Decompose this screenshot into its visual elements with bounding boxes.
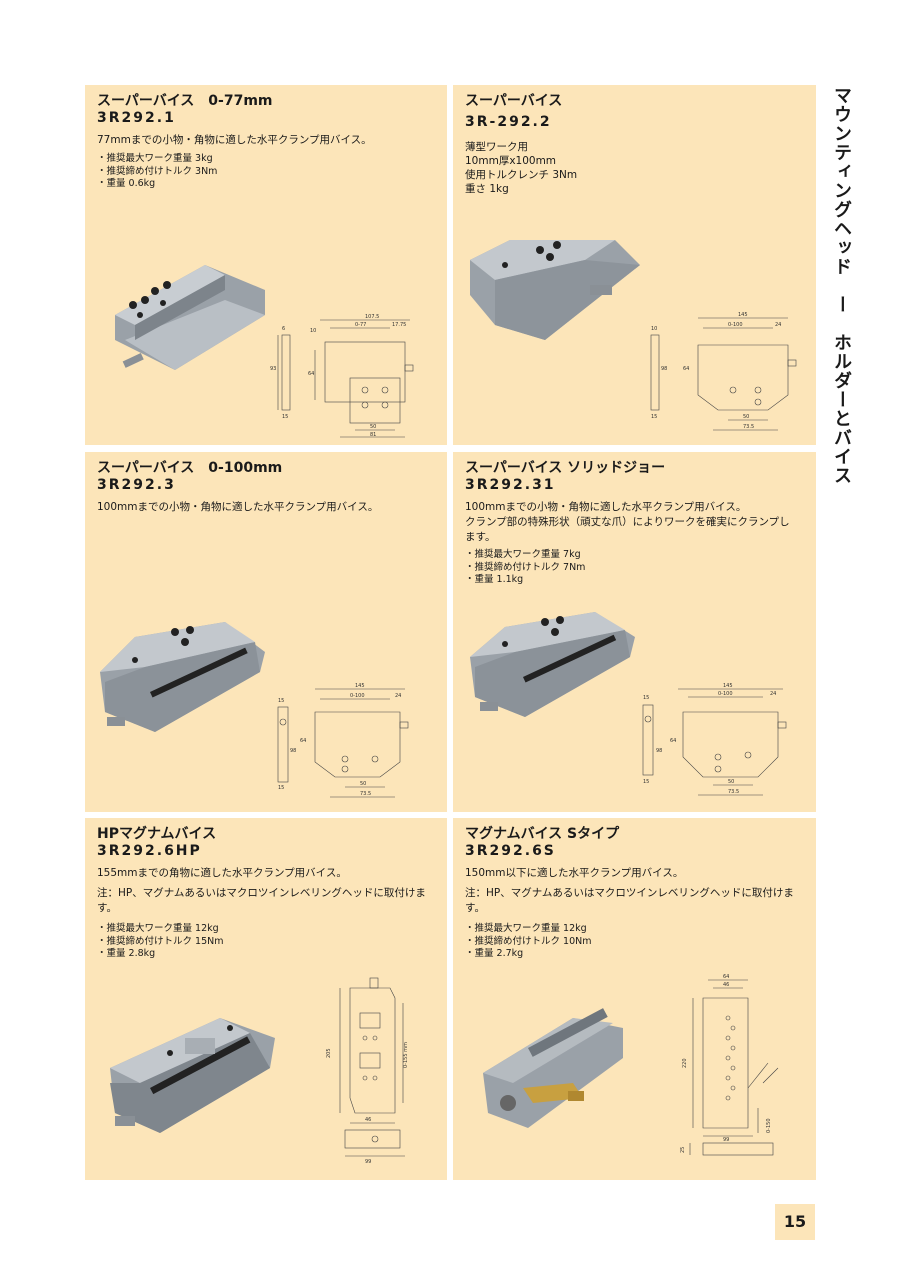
product-description: 77mmまでの小物・角物に適した水平クランプ用バイス。 — [97, 134, 372, 146]
product-code: 3R292.3 — [97, 477, 176, 493]
dim-label: 0-100 — [350, 693, 365, 699]
dim-label: 0-155 mm — [403, 1042, 409, 1068]
dim-label: 15 — [278, 698, 284, 704]
dim-label: 0-77 — [355, 322, 366, 328]
dim-label: 107.5 — [365, 314, 379, 320]
dim-label: 6 — [282, 326, 285, 332]
dim-label: 50 — [743, 414, 749, 420]
dim-label: 0-100 — [728, 322, 743, 328]
dim-label: 15 — [278, 785, 284, 791]
product-code: 3R292.31 — [465, 477, 556, 493]
product-description: 150mm以下に適した水平クランプ用バイス。 注：HP、マグナムあるいはマクロツ… — [465, 867, 794, 914]
dim-label: 46 — [365, 1117, 371, 1123]
dim-label: 98 — [656, 748, 662, 754]
dimension-drawing: 107.5 0-77 17.75 6 10 64 93 15 50 81 — [270, 314, 414, 438]
dim-label: 98 — [661, 366, 667, 372]
dim-label: 0-100 — [718, 691, 733, 697]
dim-label: 24 — [770, 691, 776, 697]
dim-label: 220 — [682, 1058, 688, 1068]
product-code: 3R292.1 — [97, 110, 176, 126]
dim-label: 50 — [360, 781, 366, 787]
product-photo — [100, 622, 265, 732]
dim-label: 98 — [290, 748, 296, 754]
product-photo — [115, 265, 265, 370]
product-card-super-vise-solid-jaw: スーパーバイス ソリッドジョー 3R292.31 100mmまでの小物・角物に適… — [453, 452, 816, 812]
product-description: 100mmまでの小物・角物に適した水平クランプ用バイス。 — [97, 501, 379, 513]
dimension-drawing: 205 0-155 mm 46 99 — [326, 977, 409, 1165]
dim-label: 46 — [723, 982, 729, 988]
dim-label: 64 — [683, 366, 689, 372]
product-photo — [483, 1008, 623, 1128]
product-card-hp-magnum-vise: HPマグナムバイス 3R292.6HP 155mmまでの角物に適した水平クランプ… — [85, 818, 447, 1180]
product-code: 3R-292.2 — [465, 114, 552, 130]
product-photo — [110, 1018, 275, 1133]
dim-label: 145 — [738, 312, 748, 318]
dim-label: 24 — [775, 322, 781, 328]
dim-label: 15 — [651, 414, 657, 420]
product-title: マグナムバイス Sタイプ — [465, 826, 620, 842]
product-title: スーパーバイス 0-100mm — [97, 460, 283, 476]
product-title: スーパーバイス ソリッドジョー — [465, 460, 666, 476]
dimension-drawing: 145 0-100 24 10 64 98 15 50 73.5 — [650, 312, 797, 431]
product-photo — [470, 240, 640, 340]
dim-label: 205 — [326, 1048, 332, 1058]
dim-label: 64 — [670, 738, 676, 744]
dim-label: 50 — [370, 424, 376, 430]
product-specs: ・推奨最大ワーク重量 12kg ・推奨締め付けトルク 10Nm ・重量 2.7k… — [465, 923, 592, 959]
product-photo — [470, 612, 635, 717]
dim-label: 145 — [723, 683, 733, 689]
product-specs: ・推奨最大ワーク重量 3kg ・推奨締め付けトルク 3Nm ・重量 0.6kg — [97, 153, 218, 189]
dim-label: 15 — [643, 695, 649, 701]
product-title: HPマグナムバイス — [97, 826, 217, 842]
dimension-drawing: 64 46 220 0-150 99 25 — [680, 974, 779, 1156]
dim-label: 15 — [282, 414, 288, 420]
dim-label: 50 — [728, 779, 734, 785]
dim-label: 81 — [370, 432, 376, 438]
product-code: 3R292.6S — [465, 843, 556, 859]
dim-label: 17.75 — [392, 322, 406, 328]
dimension-drawing: 145 0-100 24 15 64 98 15 50 73.5 — [642, 683, 787, 796]
product-card-super-vise-thin: スーパーバイス 3R-292.2 薄型ワーク用 10mm厚x100mm 使用トル… — [453, 85, 816, 445]
dim-label: 145 — [355, 683, 365, 689]
dim-label: 73.5 — [728, 789, 739, 795]
product-specs: ・推奨最大ワーク重量 7kg ・推奨締め付けトルク 7Nm ・重量 1.1kg — [465, 549, 586, 585]
product-card-magnum-vise-s: マグナムバイス Sタイプ 3R292.6S 150mm以下に適した水平クランプ用… — [453, 818, 816, 1180]
section-title: マウンティングヘッド ー ホルダーとバイス — [831, 86, 852, 485]
dim-label: 0-150 — [766, 1118, 772, 1133]
product-card-super-vise-77: スーパーバイス 0-77mm 3R292.1 77mmまでの小物・角物に適した水… — [85, 85, 447, 445]
product-title: スーパーバイス 0-77mm — [97, 93, 273, 109]
page-number: 15 — [775, 1204, 815, 1240]
product-description: 薄型ワーク用 10mm厚x100mm 使用トルクレンチ 3Nm 重さ 1kg — [465, 141, 578, 195]
dim-label: 10 — [651, 326, 657, 332]
dim-label: 73.5 — [743, 424, 754, 430]
product-specs: ・推奨最大ワーク重量 12kg ・推奨締め付けトルク 15Nm ・重量 2.8k… — [97, 923, 224, 959]
dim-label: 64 — [300, 738, 306, 744]
dim-label: 64 — [308, 371, 314, 377]
dim-label: 99 — [723, 1137, 729, 1143]
dim-label: 10 — [310, 328, 316, 334]
dim-label: 64 — [723, 974, 729, 980]
dim-label: 93 — [270, 366, 276, 372]
product-card-super-vise-100: スーパーバイス 0-100mm 3R292.3 100mmまでの小物・角物に適し… — [85, 452, 447, 812]
dim-label: 99 — [365, 1159, 371, 1165]
dimension-drawing: 145 0-100 24 15 64 98 15 50 73.5 — [277, 683, 409, 798]
product-description: 155mmまでの角物に適した水平クランプ用バイス。 注：HP、マグナムあるいはマ… — [97, 867, 426, 914]
dim-label: 15 — [643, 779, 649, 785]
dim-label: 25 — [680, 1147, 686, 1153]
product-description: 100mmまでの小物・角物に適した水平クランプ用バイス。 クランプ部の特殊形状（… — [465, 501, 790, 543]
product-title: スーパーバイス — [465, 93, 563, 109]
dim-label: 24 — [395, 693, 401, 699]
product-code: 3R292.6HP — [97, 843, 202, 859]
dim-label: 73.5 — [360, 791, 371, 797]
